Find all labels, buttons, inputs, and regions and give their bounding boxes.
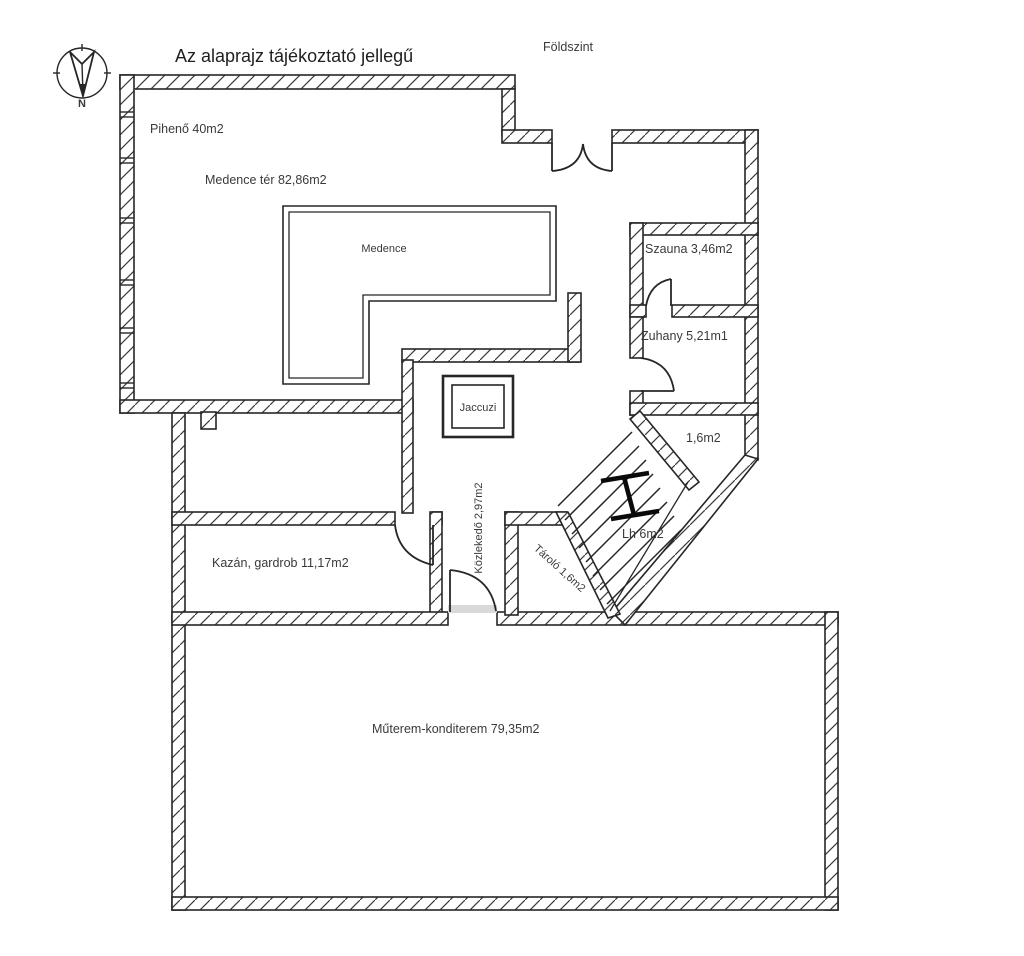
kazan-door [394,524,434,566]
wall-kazan-top-a [171,511,396,526]
wall-left-lower [171,412,186,911]
wall-muterem-right [824,611,839,911]
wall-step-down [501,88,516,136]
entrance-double-door [551,143,613,172]
wall-deck-stub [567,292,582,363]
wall-top-right-a [501,129,553,144]
zuhany-door [640,357,675,392]
wall-tarolo-left [504,511,519,616]
room-label-kazan: Kazán, gardrob 11,17m2 [212,556,349,570]
wall-diagonal-outer [610,454,760,627]
stair-handrail-line [609,481,689,612]
room-label-kozlekedo: Közlekedő 2,97m2 [473,482,485,573]
room-label-medence: Medence [361,243,406,255]
wall-tarolo-diagonal [554,511,622,619]
wall-muterem-top-a [171,611,449,626]
stair-break-symbol [600,470,660,522]
compass-north-label: N [78,98,86,110]
wall-zuhany-bottom [629,402,759,416]
szauna-door [645,278,672,307]
floor-label: Földszint [543,40,594,54]
walls [119,74,839,911]
jacuzzi-box [441,374,515,439]
labels: Az alaprajz tájékoztató jellegű Földszin… [150,40,733,736]
wall-stub-small [200,411,217,430]
kozlekedo-door [448,569,497,613]
wall-left-upper [119,74,135,414]
wall-top-right-b [611,129,759,144]
wall-top-left [119,74,516,90]
compass-north-icon: N [53,44,111,110]
pool-outline [282,205,557,385]
wall-zuhany-left-a [629,316,644,359]
wall-szauna-top [629,222,759,236]
room-label-muterem: Műterem-konditerem 79,35m2 [372,722,539,736]
wall-szauna-zuhany-b [671,304,759,318]
wall-deck-south [401,348,581,363]
room-label-landing: 1,6m2 [686,431,721,445]
wall-szauna-zuhany-a [629,304,647,318]
staircase [557,431,689,612]
wall-muterem-top-b [496,611,839,626]
doors [394,143,675,613]
room-label-jaccuzi: Jaccuzi [460,402,497,414]
plan-title: Az alaprajz tájékoztató jellegű [175,46,413,66]
room-label-szauna: Szauna 3,46m2 [645,242,733,256]
room-label-medence-ter: Medence tér 82,86m2 [205,173,327,187]
room-label-zuhany: Zuhany 5,21m1 [641,329,728,343]
wall-kazan-right [429,511,443,616]
room-label-lepcsohaz: Lh 6m2 [622,527,664,541]
wall-szauna-left [629,222,644,318]
window-ticks [120,111,134,389]
wall-landing-divider [628,409,701,492]
room-label-piheno: Pihenő 40m2 [150,122,224,136]
staircase-steps [557,431,682,605]
wall-corridor-left [401,359,414,514]
wall-pool-section-bottom [119,399,414,414]
door-threshold [448,605,497,613]
wall-muterem-bottom [171,896,839,911]
